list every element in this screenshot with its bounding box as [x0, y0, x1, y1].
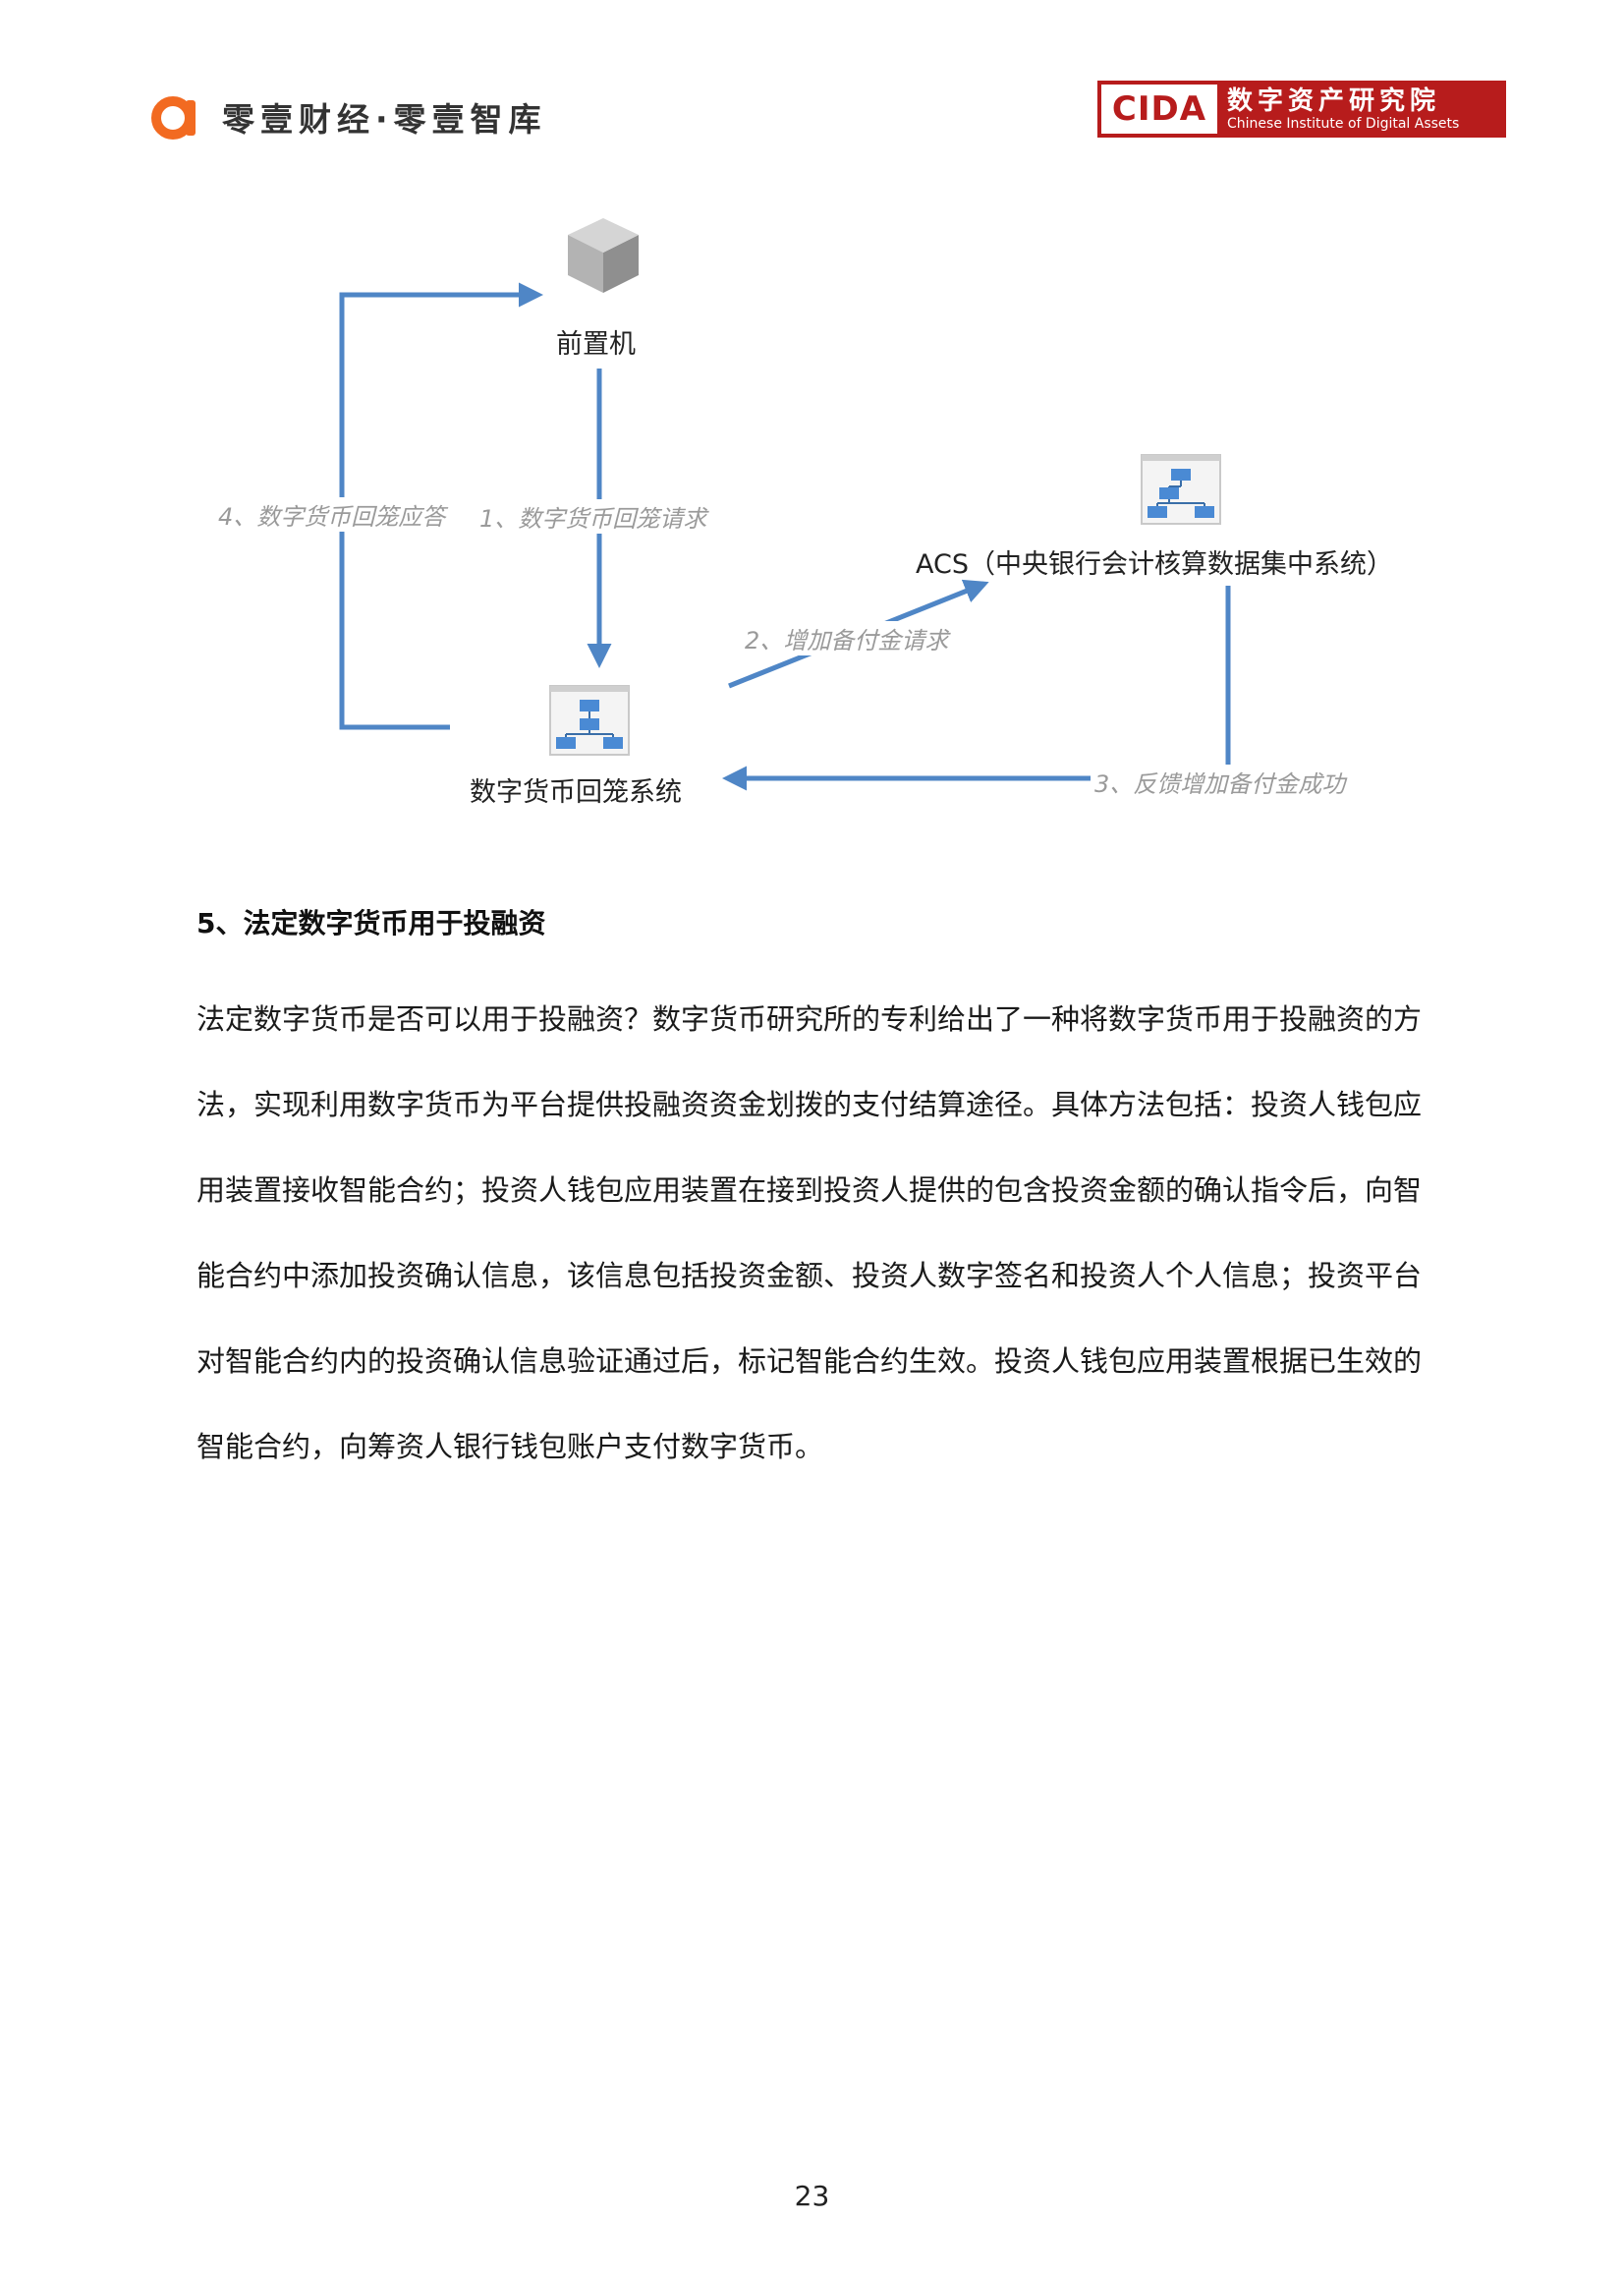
brand-logo-icon — [151, 96, 196, 140]
node-front-machine: 前置机 — [556, 329, 636, 360]
acs-system-icon — [1141, 454, 1221, 525]
cida-logo: CIDA 数字资产研究院 Chinese Institute of Digita… — [1097, 81, 1506, 138]
page-number: 23 — [794, 2180, 830, 2212]
flow-diagram — [339, 218, 1231, 791]
section-heading: 5、法定数字货币用于投融资 — [196, 907, 546, 939]
brand-name: 零壹财经·零壹智库 — [222, 100, 547, 139]
edge-label-step2: 2、增加备付金请求 — [741, 621, 953, 655]
cida-name-en: Chinese Institute of Digital Assets — [1227, 116, 1460, 132]
body-line: 法定数字货币是否可以用于投融资？数字货币研究所的专利给出了一种将数字货币用于投融… — [196, 1002, 1423, 1036]
body-line: 智能合约，向筹资人银行钱包账户支付数字货币。 — [196, 1430, 824, 1463]
node-return-system: 数字货币回笼系统 — [470, 777, 682, 808]
section-body: 法定数字货币是否可以用于投融资？数字货币研究所的专利给出了一种将数字货币用于投融… — [196, 977, 1444, 1490]
cida-logo-mark: CIDA — [1101, 85, 1217, 134]
body-line: 法，实现利用数字货币为平台提供投融资资金划拨的支付结算途径。具体方法包括：投资人… — [196, 1088, 1423, 1121]
body-line: 能合约中添加投资确认信息，该信息包括投资金额、投资人数字签名和投资人个人信息；投… — [196, 1259, 1423, 1292]
node-acs: ACS（中央银行会计核算数据集中系统） — [916, 549, 1393, 580]
brand-header: 零壹财经·零壹智库 — [149, 86, 547, 147]
cida-name-cn: 数字资产研究院 — [1227, 86, 1441, 116]
arrow-step3 — [722, 586, 1231, 791]
body-line: 用装置接收智能合约；投资人钱包应用装置在接到投资人提供的包含投资金额的确认指令后… — [196, 1173, 1423, 1207]
edge-label-step4: 4、数字货币回笼应答 — [214, 497, 450, 532]
return-system-icon — [549, 685, 630, 756]
server-cube-icon — [568, 218, 639, 293]
edge-label-step1: 1、数字货币回笼请求 — [476, 499, 711, 534]
edge-label-step3: 3、反馈增加备付金成功 — [1091, 765, 1350, 799]
body-line: 对智能合约内的投资确认信息验证通过后，标记智能合约生效。投资人钱包应用装置根据已… — [196, 1344, 1423, 1378]
